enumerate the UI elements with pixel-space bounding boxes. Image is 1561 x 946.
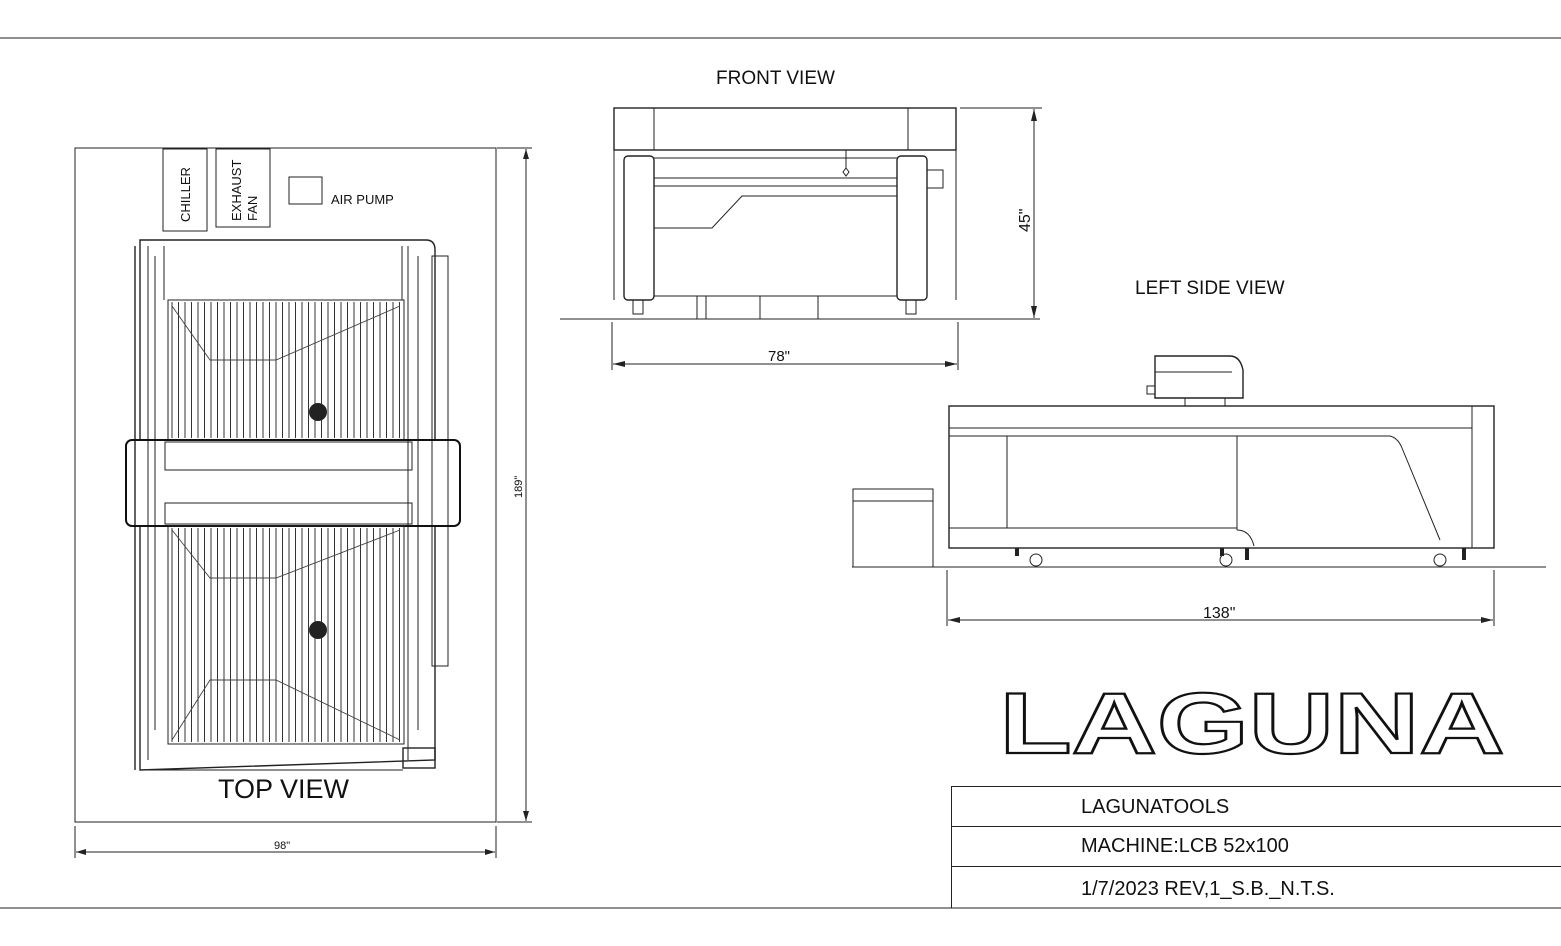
- side-front-door: [948, 435, 1008, 529]
- dim-138-label: 138": [1203, 605, 1235, 622]
- front-view-title: FRONT VIEW: [716, 68, 835, 89]
- side-curve: [1236, 529, 1255, 547]
- lower-bed-hidden-line-bottom: [171, 679, 401, 741]
- machine-lower-frame: [139, 525, 436, 771]
- control-box-top: [402, 747, 436, 769]
- upper-slats: [171, 302, 400, 438]
- title-row-revision: 1/7/2023 REV,1_S.B._N.T.S.: [951, 866, 1561, 908]
- gantry-bottom-cover: [164, 502, 413, 525]
- front-side-fitting: [926, 169, 944, 189]
- chiller-box: [162, 148, 208, 232]
- title-row-company: LAGUNATOOLS: [951, 786, 1561, 826]
- dim-78-label: 78": [768, 348, 790, 365]
- front-right-column: [896, 155, 928, 301]
- chiller-label: CHILLER: [178, 167, 193, 222]
- dim-45-label: 45": [1017, 209, 1034, 232]
- front-view: FRONT VIEW 78" 45": [560, 68, 1042, 370]
- exhaust-label-line1: EXHAUST: [229, 160, 244, 221]
- top-view-title: TOP VIEW: [218, 774, 350, 804]
- laguna-logo: LAGUNA: [998, 675, 1505, 773]
- title-block: LAGUNATOOLS MACHINE:LCB 52x100 1/7/2023 …: [951, 786, 1561, 908]
- front-right-foot: [905, 299, 917, 315]
- front-top-lid: [613, 107, 957, 151]
- caster-wheel-3: [1433, 553, 1447, 567]
- upper-bed-outline: [167, 299, 405, 441]
- logo-text: LAGUNA: [1000, 676, 1505, 772]
- caster-stem-2: [1220, 548, 1224, 556]
- dim-98-label: 98": [274, 840, 290, 852]
- side-bed-profile: [1007, 435, 1441, 541]
- side-main-body: [948, 405, 1495, 549]
- machine-model: MACHINE:LCB 52x100: [1081, 835, 1289, 857]
- upper-fan-vent-icon: [309, 403, 327, 421]
- left-side-view: LEFT SIDE VIEW: [852, 278, 1546, 626]
- machine-upper-frame: [139, 239, 436, 441]
- top-view-room-outline: [74, 147, 497, 823]
- gantry-outline: [125, 439, 461, 527]
- caster-stem-3: [1245, 548, 1249, 560]
- upper-slat-bed: [167, 299, 405, 441]
- lower-bed-outline: [167, 525, 405, 745]
- front-left-foot: [632, 299, 644, 315]
- upper-bed-hidden-line: [171, 305, 401, 361]
- front-bed-profile: [654, 195, 897, 229]
- caster-wheel-2: [1219, 553, 1233, 567]
- laser-head-icon: [842, 150, 850, 177]
- lower-slat-bed: [167, 525, 405, 745]
- exhaust-fan-box: [215, 148, 271, 228]
- top-view: CHILLER EXHAUST FAN AIR PUMP: [74, 147, 532, 858]
- lower-fan-vent-icon: [309, 621, 327, 639]
- dim-189-label: 189": [513, 476, 525, 498]
- caster-stem-1: [1015, 548, 1019, 556]
- side-monitor: [1154, 355, 1244, 399]
- side-panel: [431, 255, 449, 667]
- title-block-left-border: [951, 786, 952, 908]
- side-monitor-knob: [1146, 385, 1156, 395]
- side-casters: [1015, 548, 1466, 567]
- caster-wheel-1: [1029, 553, 1043, 567]
- gantry-top-cover: [164, 441, 413, 471]
- revision-info: 1/7/2023 REV,1_S.B._N.T.S.: [1081, 878, 1335, 900]
- left-side-view-title: LEFT SIDE VIEW: [1135, 278, 1285, 299]
- lower-bed-hidden-line-top: [171, 529, 401, 579]
- side-chiller-top: [852, 488, 934, 502]
- air-pump-box: [288, 176, 323, 205]
- company-name: LAGUNATOOLS: [1081, 796, 1230, 818]
- air-pump-label: AIR PUMP: [331, 192, 394, 207]
- front-left-column: [623, 155, 655, 301]
- caster-stem-4: [1462, 548, 1466, 560]
- exhaust-label-line2: FAN: [245, 196, 260, 221]
- title-row-machine: MACHINE:LCB 52x100: [951, 826, 1561, 866]
- lower-slats: [171, 528, 400, 742]
